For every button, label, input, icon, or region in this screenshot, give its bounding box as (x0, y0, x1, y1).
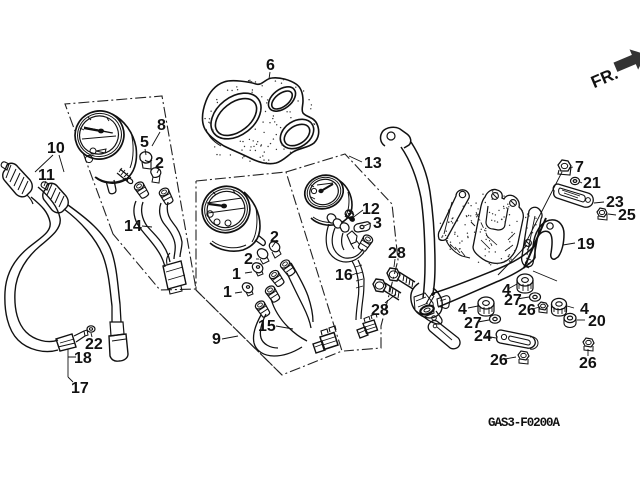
svg-text:23: 23 (606, 194, 624, 211)
svg-text:7: 7 (575, 159, 584, 176)
svg-text:6: 6 (266, 57, 275, 74)
svg-text:21: 21 (583, 175, 601, 192)
svg-text:5: 5 (140, 134, 149, 151)
svg-text:8: 8 (157, 117, 166, 134)
svg-text:12: 12 (362, 201, 380, 218)
svg-text:1: 1 (223, 284, 232, 301)
svg-text:22: 22 (85, 336, 103, 353)
svg-text:28: 28 (371, 302, 389, 319)
svg-text:20: 20 (588, 313, 606, 330)
svg-text:19: 19 (577, 236, 595, 253)
svg-text:26: 26 (518, 302, 536, 319)
svg-text:11: 11 (38, 167, 55, 184)
svg-text:26: 26 (490, 352, 508, 369)
svg-text:10: 10 (47, 140, 65, 157)
svg-text:4: 4 (580, 301, 589, 318)
svg-text:GAS3-F0200A: GAS3-F0200A (488, 416, 561, 430)
svg-text:28: 28 (388, 245, 406, 262)
svg-text:16: 16 (335, 267, 353, 284)
svg-text:13: 13 (364, 155, 382, 172)
svg-text:2: 2 (155, 155, 164, 172)
svg-text:9: 9 (212, 331, 221, 348)
svg-text:25: 25 (618, 207, 636, 224)
svg-text:18: 18 (74, 350, 92, 367)
svg-text:4: 4 (502, 282, 511, 299)
svg-text:24: 24 (474, 328, 492, 345)
svg-text:26: 26 (579, 355, 597, 372)
svg-text:27: 27 (464, 315, 482, 332)
svg-text:15: 15 (258, 318, 276, 335)
svg-text:1: 1 (232, 266, 241, 283)
svg-text:3: 3 (373, 215, 382, 232)
svg-text:17: 17 (71, 380, 89, 397)
svg-text:14: 14 (124, 218, 142, 235)
svg-text:27: 27 (504, 292, 522, 309)
svg-text:4: 4 (458, 301, 467, 318)
svg-text:2: 2 (244, 251, 253, 268)
svg-text:2: 2 (270, 229, 279, 246)
